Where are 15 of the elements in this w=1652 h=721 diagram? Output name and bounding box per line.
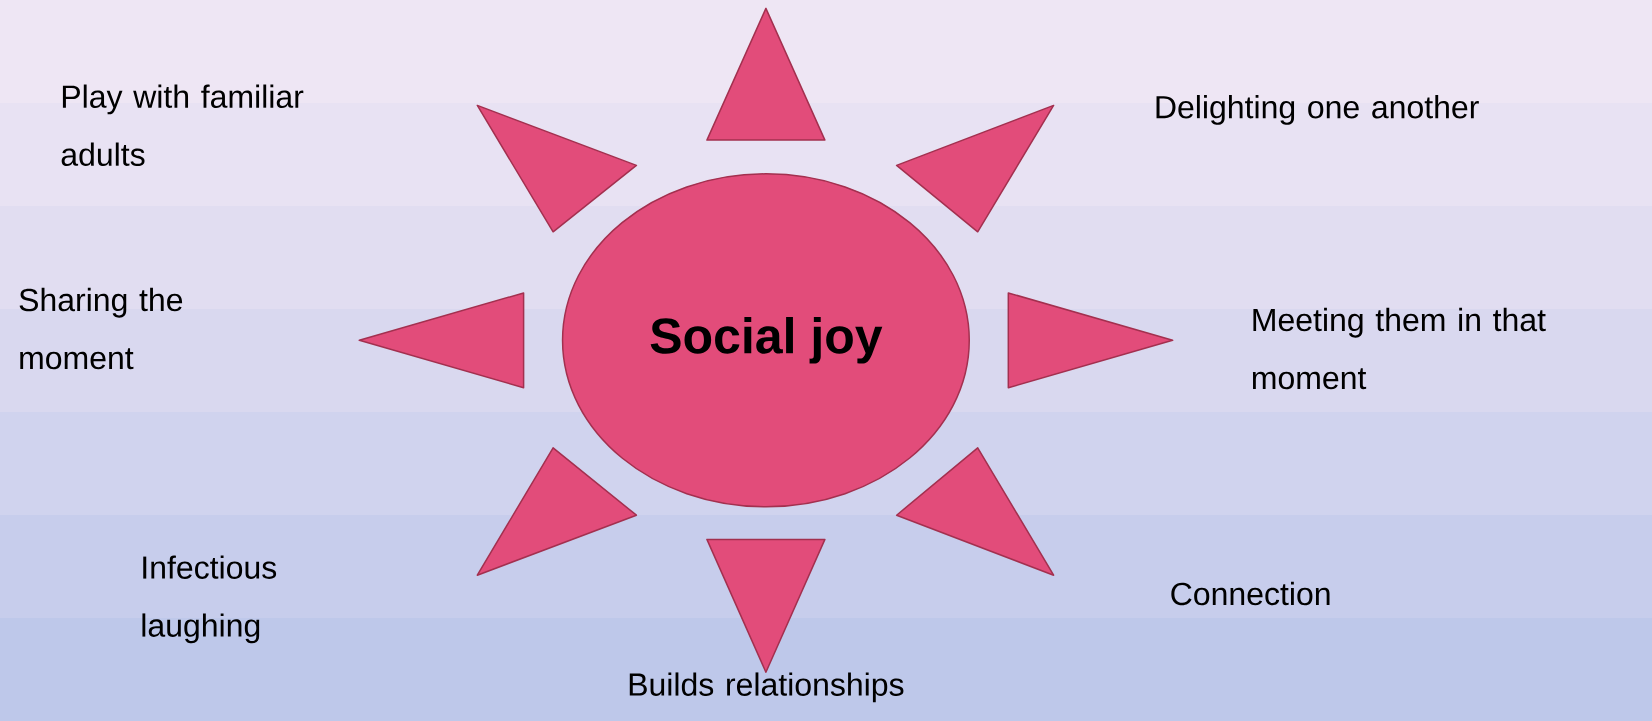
sun-ray bbox=[476, 447, 638, 576]
sun-ray bbox=[1007, 292, 1174, 389]
sun-ray bbox=[358, 292, 525, 389]
sun-ray bbox=[706, 538, 826, 673]
ray-caption: Play with familiar adults bbox=[61, 84, 304, 166]
ray-caption: Delighting one another bbox=[1156, 95, 1479, 125]
ray-caption: Connection bbox=[1171, 581, 1330, 606]
sun-ray bbox=[476, 104, 638, 233]
ray-caption: Builds relationships bbox=[629, 672, 904, 703]
ray-caption: Meeting them in that moment bbox=[1252, 307, 1546, 390]
ray-caption: Sharing the moment bbox=[19, 287, 183, 370]
sun-ray bbox=[895, 104, 1055, 233]
sun-ray bbox=[706, 7, 826, 141]
sun-ray bbox=[895, 447, 1055, 576]
ray-caption: Infectious laughing bbox=[142, 555, 277, 644]
